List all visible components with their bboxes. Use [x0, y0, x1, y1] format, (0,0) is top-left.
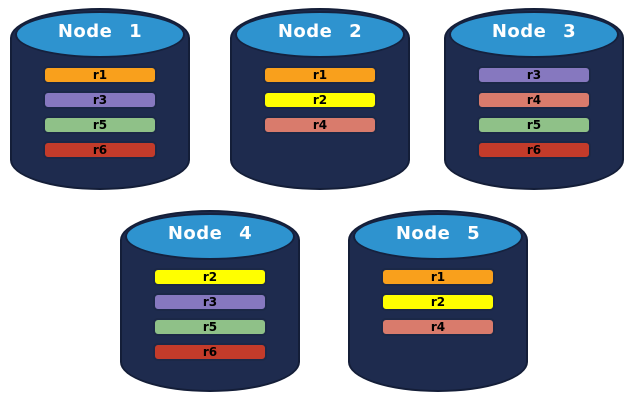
- replica-bar-r5: r5: [43, 116, 157, 134]
- replica-bar-r3: r3: [43, 91, 157, 109]
- node-cylinder-4: Node 4 r2 r3 r5 r6: [120, 210, 300, 392]
- cylinder-top-face: [125, 213, 295, 260]
- replica-bar-r6: r6: [477, 141, 591, 159]
- replica-bar-r6: r6: [43, 141, 157, 159]
- node-cylinder-1: Node 1 r1 r3 r5 r6: [10, 8, 190, 190]
- replica-list: r1 r3 r5 r6: [10, 66, 190, 159]
- cylinder-top-face: [15, 11, 185, 58]
- replica-list: r2 r3 r5 r6: [120, 268, 300, 361]
- replica-bar-r1: r1: [381, 268, 495, 286]
- replica-bar-r2: r2: [381, 293, 495, 311]
- replica-bar-r3: r3: [153, 293, 267, 311]
- replica-bar-r4: r4: [381, 318, 495, 336]
- node-label: Node 1: [57, 21, 143, 42]
- cylinder-top-face: [449, 11, 619, 58]
- replica-list: r3 r4 r5 r6: [444, 66, 624, 159]
- node-cylinder-5: Node 5 r1 r2 r4: [348, 210, 528, 392]
- cylinder-top-face: [235, 11, 405, 58]
- replica-bar-r6: r6: [153, 343, 267, 361]
- replica-bar-r3: r3: [477, 66, 591, 84]
- node-label: Node 4: [167, 223, 253, 244]
- replica-bar-r1: r1: [43, 66, 157, 84]
- replica-bar-r4: r4: [263, 116, 377, 134]
- replica-list: r1 r2 r4: [348, 268, 528, 336]
- replica-bar-r4: r4: [477, 91, 591, 109]
- node-label: Node 3: [491, 21, 577, 42]
- replica-bar-r1: r1: [263, 66, 377, 84]
- replica-bar-r5: r5: [477, 116, 591, 134]
- replica-bar-r5: r5: [153, 318, 267, 336]
- node-cylinder-2: Node 2 r1 r2 r4: [230, 8, 410, 190]
- replica-list: r1 r2 r4: [230, 66, 410, 134]
- replica-bar-r2: r2: [153, 268, 267, 286]
- cylinder-top-face: [353, 213, 523, 260]
- node-cylinder-3: Node 3 r3 r4 r5 r6: [444, 8, 624, 190]
- replica-bar-r2: r2: [263, 91, 377, 109]
- node-label: Node 5: [395, 223, 481, 244]
- node-label: Node 2: [277, 21, 363, 42]
